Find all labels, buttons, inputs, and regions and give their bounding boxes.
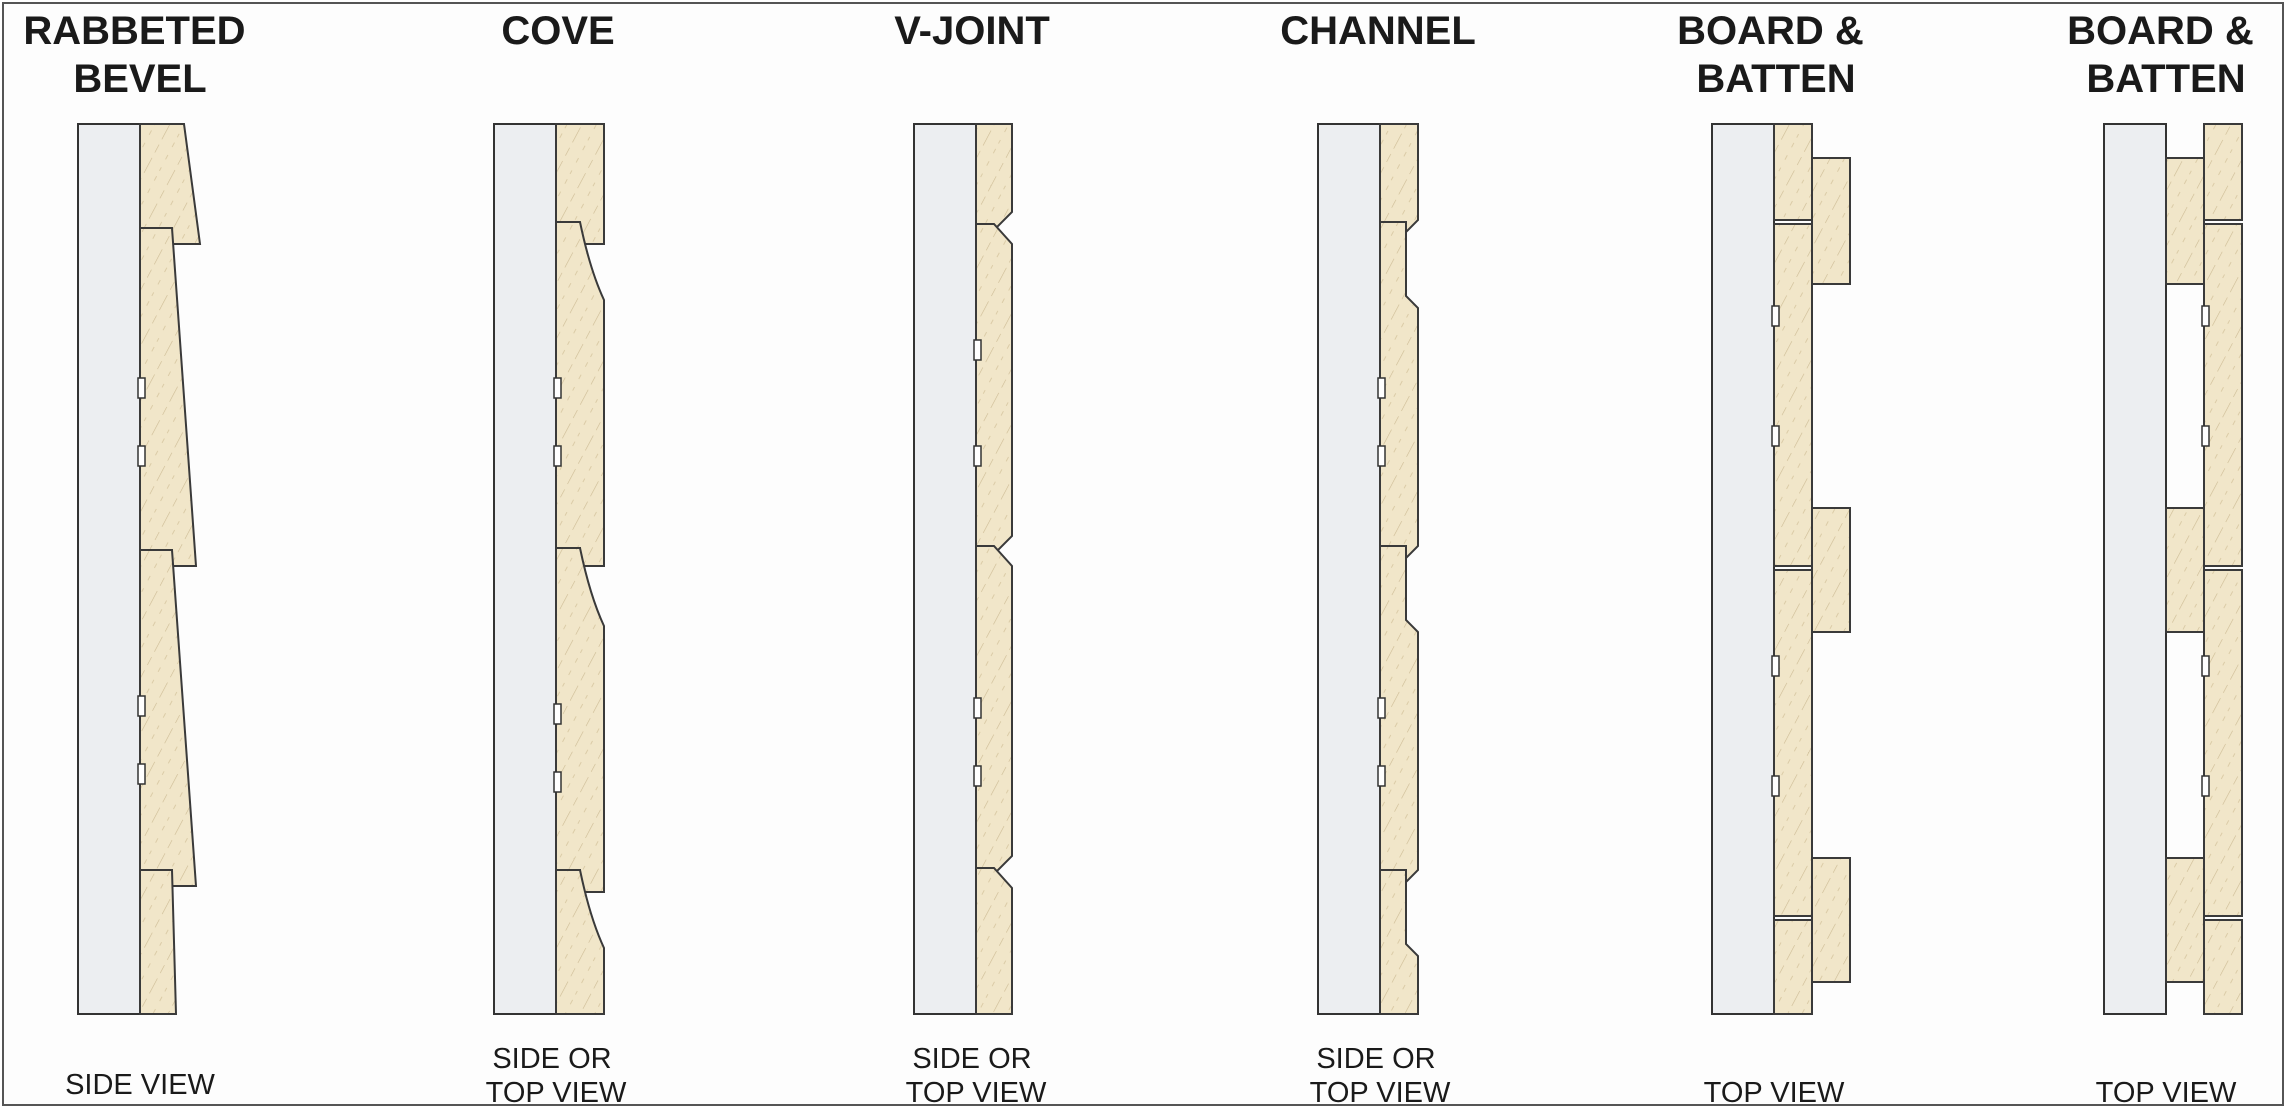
nail xyxy=(137,445,146,467)
siding-board xyxy=(139,869,178,1015)
nail-marks xyxy=(1377,377,1386,787)
nail xyxy=(1377,377,1386,399)
siding-board xyxy=(1773,123,1813,221)
caption-line-2: TOP VIEW xyxy=(1310,1077,1451,1108)
view-caption: SIDE VIEW xyxy=(65,1069,215,1101)
profile-title: CHANNEL xyxy=(1280,9,1476,53)
caption-line-1: SIDE OR xyxy=(912,1043,1031,1075)
nail xyxy=(1771,425,1780,447)
profile-board-and-batten-1: BOARD & BATTEN TOP VIEW xyxy=(1677,9,1875,1108)
stud xyxy=(1317,123,1381,1015)
nail xyxy=(1377,697,1386,719)
siding-board xyxy=(139,123,202,245)
stud xyxy=(913,123,977,1015)
title-line-1: RABBETED xyxy=(23,9,245,53)
nail-marks xyxy=(137,377,146,785)
nail xyxy=(1771,305,1780,327)
profile-title: RABBETED BEVEL xyxy=(23,9,256,101)
title-line-1: BOARD & xyxy=(1677,9,1864,53)
nail xyxy=(553,445,562,467)
title-line-2: BEVEL xyxy=(73,57,206,101)
profile-board-and-batten-2: BOARD & BATTEN TOP VIEW xyxy=(2067,9,2265,1108)
profile-title: V-JOINT xyxy=(894,9,1050,53)
title-line-1: COVE xyxy=(501,9,614,53)
stud xyxy=(1711,123,1775,1015)
profile-title: COVE xyxy=(501,9,614,53)
nail xyxy=(553,771,562,793)
batten xyxy=(2165,157,2205,285)
title-line-1: CHANNEL xyxy=(1280,9,1476,53)
nail xyxy=(2201,775,2210,797)
nail xyxy=(1771,655,1780,677)
batten xyxy=(1811,857,1851,983)
view-caption: SIDE OR TOP VIEW xyxy=(1310,1043,1451,1108)
siding-board xyxy=(139,549,198,887)
view-caption: SIDE OR TOP VIEW xyxy=(906,1043,1047,1108)
nail xyxy=(1377,445,1386,467)
caption-line-2: TOP VIEW xyxy=(906,1077,1047,1108)
nail xyxy=(973,765,982,787)
siding-board xyxy=(975,223,1013,567)
view-caption: SIDE OR TOP VIEW xyxy=(486,1043,627,1108)
nail xyxy=(973,445,982,467)
batten xyxy=(2165,857,2205,983)
profile-v-joint: V-JOINT SIDE OR TOP VIEW xyxy=(894,9,1050,1108)
siding-board xyxy=(1379,869,1419,1015)
nail xyxy=(553,703,562,725)
stud xyxy=(77,123,141,1015)
siding-board xyxy=(975,867,1013,1015)
profile-title: BOARD & BATTEN xyxy=(1677,9,1875,101)
nail-marks xyxy=(1771,305,1780,797)
caption-line-1: SIDE OR xyxy=(1316,1043,1435,1075)
nail xyxy=(973,339,982,361)
nail xyxy=(2201,305,2210,327)
title-line-1: BOARD & xyxy=(2067,9,2254,53)
batten xyxy=(1811,157,1851,285)
caption-line-1: TOP VIEW xyxy=(2096,1077,2237,1108)
caption-line-1: TOP VIEW xyxy=(1704,1077,1845,1108)
nail xyxy=(2201,655,2210,677)
profile-channel: CHANNEL SIDE OR TOP VIEW xyxy=(1280,9,1476,1108)
siding-board xyxy=(1773,919,1813,1015)
siding-board xyxy=(555,123,605,245)
nail-marks xyxy=(553,377,562,793)
title-line-1: V-JOINT xyxy=(894,9,1050,53)
stud xyxy=(2103,123,2167,1015)
nail xyxy=(1377,765,1386,787)
nail xyxy=(553,377,562,399)
caption-line-2: TOP VIEW xyxy=(486,1077,627,1108)
view-caption: TOP VIEW xyxy=(2096,1077,2237,1108)
nail xyxy=(137,763,146,785)
nail xyxy=(137,377,146,399)
siding-board xyxy=(2203,123,2243,221)
nail-marks xyxy=(2201,305,2210,797)
nail-marks xyxy=(973,339,982,787)
siding-board xyxy=(139,227,198,567)
batten xyxy=(1811,507,1851,633)
title-line-2: BATTEN xyxy=(1696,57,1855,101)
siding-board xyxy=(555,869,605,1015)
siding-board xyxy=(1773,569,1813,917)
profile-title: BOARD & BATTEN xyxy=(2067,9,2265,101)
title-line-2: BATTEN xyxy=(2086,57,2245,101)
profile-cove: COVE SIDE OR TOP VIEW xyxy=(486,9,627,1108)
nail xyxy=(2201,425,2210,447)
siding-board xyxy=(555,221,605,567)
nail xyxy=(137,695,146,717)
siding-board xyxy=(2203,919,2243,1015)
view-caption: TOP VIEW xyxy=(1704,1077,1845,1108)
caption-line-1: SIDE OR xyxy=(492,1043,611,1075)
caption-line-1: SIDE VIEW xyxy=(65,1069,215,1101)
siding-board xyxy=(555,547,605,893)
siding-board xyxy=(2203,223,2243,567)
nail xyxy=(973,697,982,719)
nail xyxy=(1771,775,1780,797)
batten xyxy=(2165,507,2205,633)
siding-board xyxy=(2203,569,2243,917)
siding-board xyxy=(1773,223,1813,567)
profile-rabbeted-bevel: RABBETED BEVEL SIDE VIEW xyxy=(23,9,256,1101)
stud xyxy=(493,123,557,1015)
